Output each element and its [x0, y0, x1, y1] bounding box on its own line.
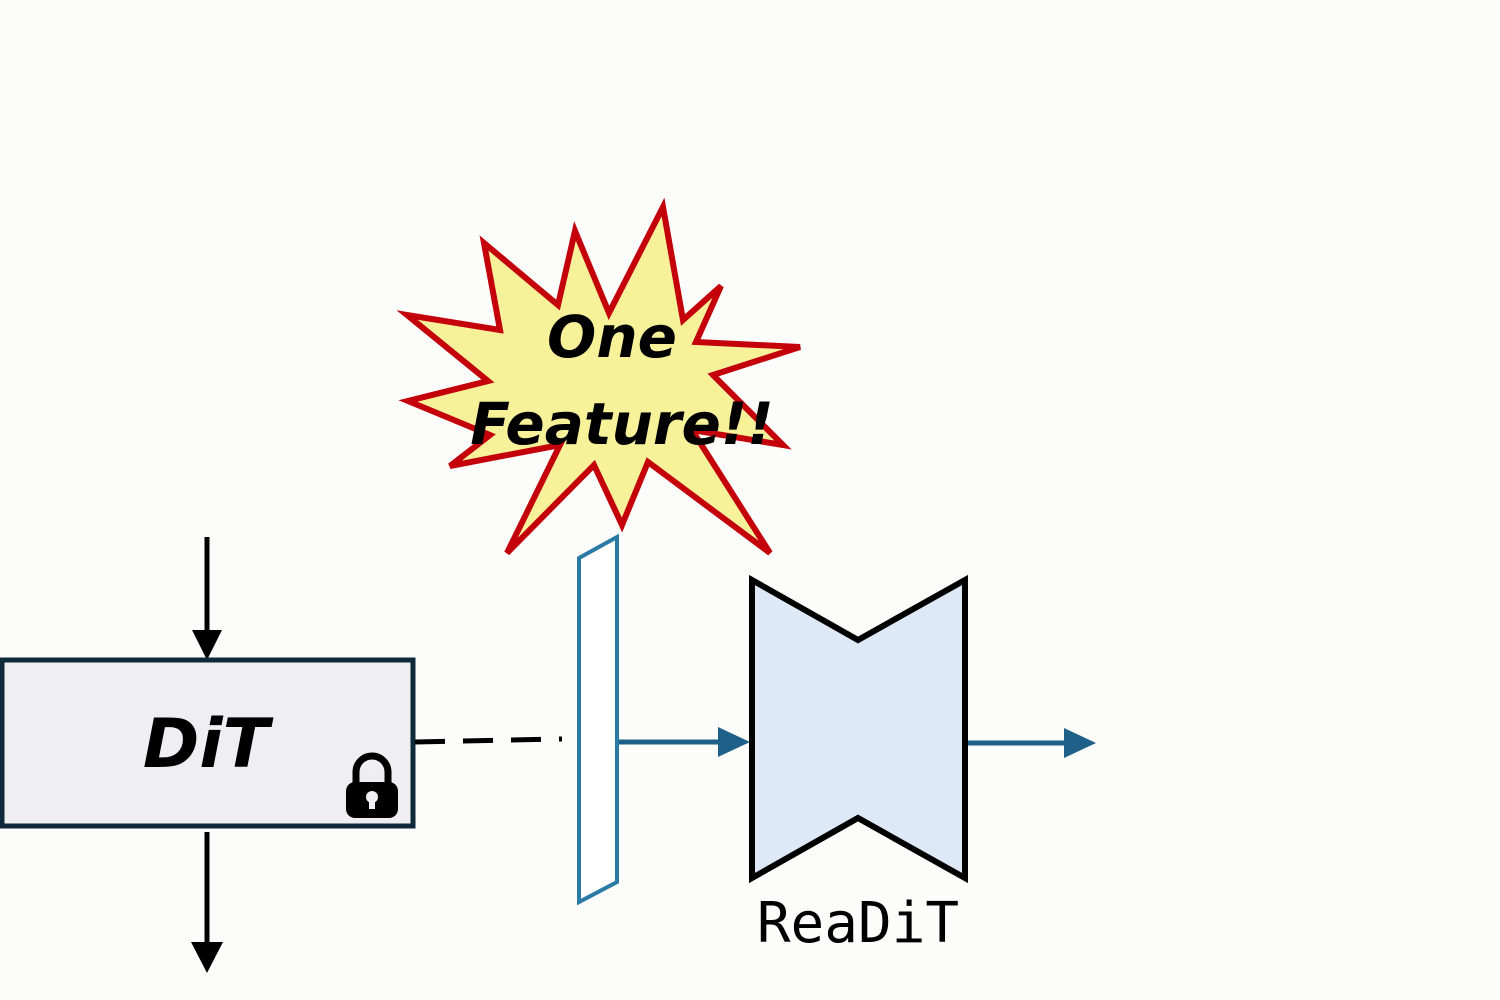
readit-output-arrow — [968, 728, 1096, 758]
lock-icon — [346, 752, 398, 818]
dit-input-arrow — [192, 537, 222, 660]
feature-to-readit-arrow — [619, 727, 750, 757]
dashed-connector — [414, 736, 563, 745]
feature-vector — [577, 533, 619, 906]
dit-input-arrowhead — [192, 630, 222, 660]
callout-line-1: One — [547, 303, 677, 371]
readit-shape — [749, 574, 968, 884]
readit-output-arrowhead — [1064, 728, 1096, 758]
readit-block: ReaDiT — [749, 574, 968, 956]
dit-block: DiT — [0, 657, 416, 829]
feature-to-readit-arrowhead — [718, 727, 750, 757]
one-feature-callout: One Feature!! — [396, 197, 801, 556]
dit-box — [0, 657, 416, 829]
readit-label: ReaDiT — [757, 891, 959, 956]
callout-line-2: Feature!! — [470, 390, 773, 458]
dit-output-arrowhead — [191, 942, 223, 973]
dit-output-arrow — [191, 832, 223, 973]
starburst-shape — [396, 197, 801, 556]
dit-label: DiT — [143, 705, 274, 784]
